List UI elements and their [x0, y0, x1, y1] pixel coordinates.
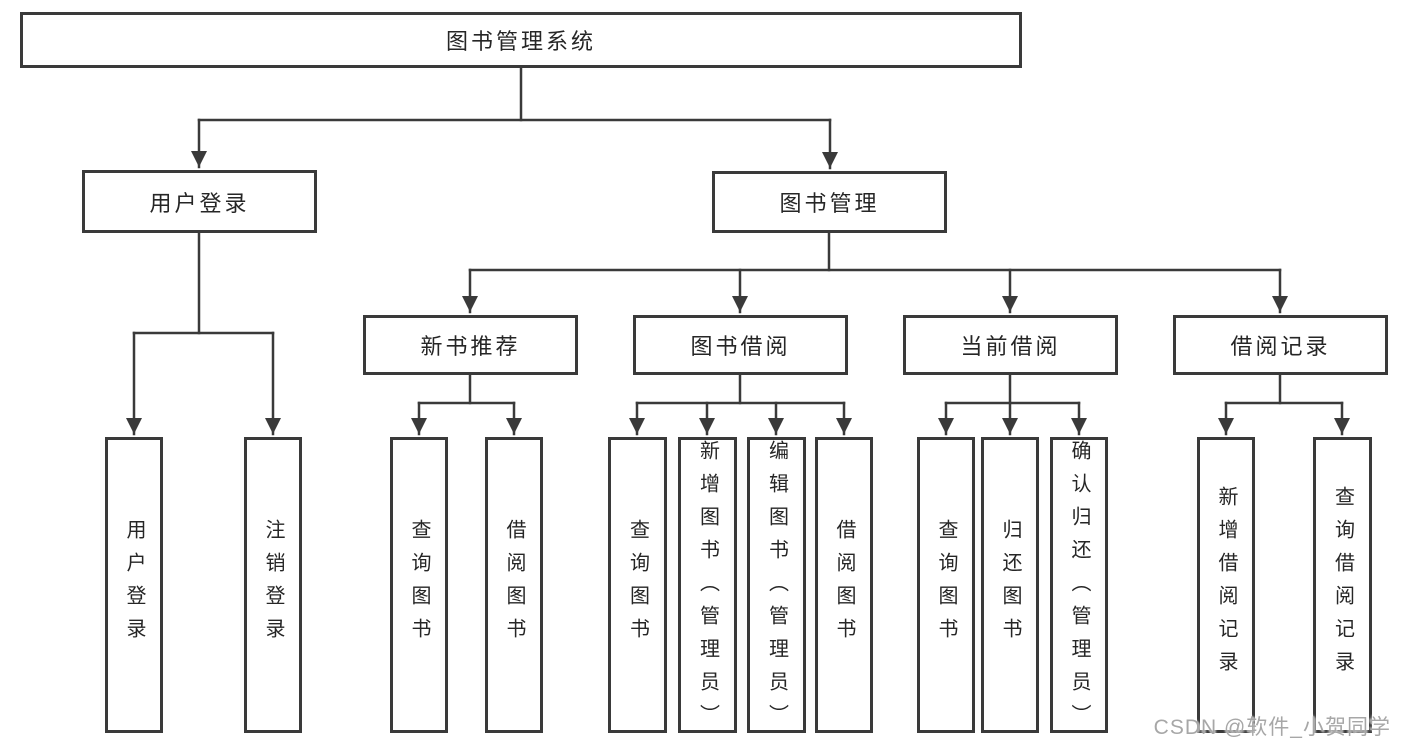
node-user-login-action: 用户登录 [105, 437, 163, 733]
node-label: 图书借阅 [690, 334, 791, 359]
node-label: 确认归还（管理员） [1068, 440, 1090, 737]
node-borrowing-records: 借阅记录 [1173, 315, 1388, 375]
node-query-books-recommend: 查询图书 [390, 437, 448, 733]
node-label: 用户登录 [149, 190, 250, 216]
node-label: 新增图书（管理员） [696, 440, 719, 737]
node-query-books-borrowing: 查询图书 [608, 437, 667, 733]
node-book-borrowing: 图书借阅 [633, 315, 848, 375]
node-library-system: 图书管理系统 [20, 12, 1022, 68]
edge-current-borrowing-children [938, 373, 1087, 436]
node-label: 借阅记录 [1230, 334, 1331, 359]
node-book-management: 图书管理 [712, 171, 947, 233]
edge-borrowing-records-children [1218, 373, 1350, 436]
node-return-books: 归还图书 [981, 437, 1039, 733]
edge-new-book-children [411, 373, 522, 436]
node-confirm-return-admin: 确认归还（管理员） [1050, 437, 1108, 737]
node-label: 当前借阅 [960, 334, 1061, 359]
edge-root-to-level2 [191, 66, 838, 170]
node-label: 查询图书 [408, 519, 430, 651]
node-add-books-admin: 新增图书（管理员） [678, 437, 737, 737]
node-current-borrowing: 当前借阅 [903, 315, 1118, 375]
node-label: 新增借阅记录 [1215, 486, 1237, 684]
node-user-login: 用户登录 [82, 170, 317, 233]
node-logout-action: 注销登录 [244, 437, 302, 733]
node-label: 编辑图书（管理员） [765, 440, 788, 737]
node-label: 图书管理 [779, 191, 880, 216]
edge-user-login-children [126, 231, 281, 436]
node-borrow-books-recommend: 借阅图书 [485, 437, 543, 733]
node-label: 借阅图书 [503, 519, 525, 651]
node-label: 查询图书 [935, 519, 957, 651]
node-new-book-recommendation: 新书推荐 [363, 315, 578, 375]
node-label: 查询借阅记录 [1331, 486, 1354, 684]
edge-book-management-children [462, 231, 1288, 314]
node-label: 新书推荐 [420, 334, 521, 359]
node-label: 图书管理系统 [445, 29, 596, 54]
csdn-watermark: CSDN @软件_小贺同学 [1153, 716, 1391, 739]
edge-book-borrowing-children [629, 373, 852, 436]
node-query-books-current: 查询图书 [917, 437, 975, 733]
node-add-borrow-record: 新增借阅记录 [1197, 437, 1255, 733]
node-label: 归还图书 [999, 519, 1021, 651]
node-query-borrow-record: 查询借阅记录 [1313, 437, 1372, 733]
node-label: 查询图书 [626, 519, 649, 651]
node-label: 注销登录 [262, 519, 284, 651]
node-borrow-books-borrowing: 借阅图书 [815, 437, 873, 733]
node-edit-books-admin: 编辑图书（管理员） [747, 437, 806, 737]
node-label: 借阅图书 [833, 519, 855, 651]
node-label: 用户登录 [123, 519, 145, 651]
